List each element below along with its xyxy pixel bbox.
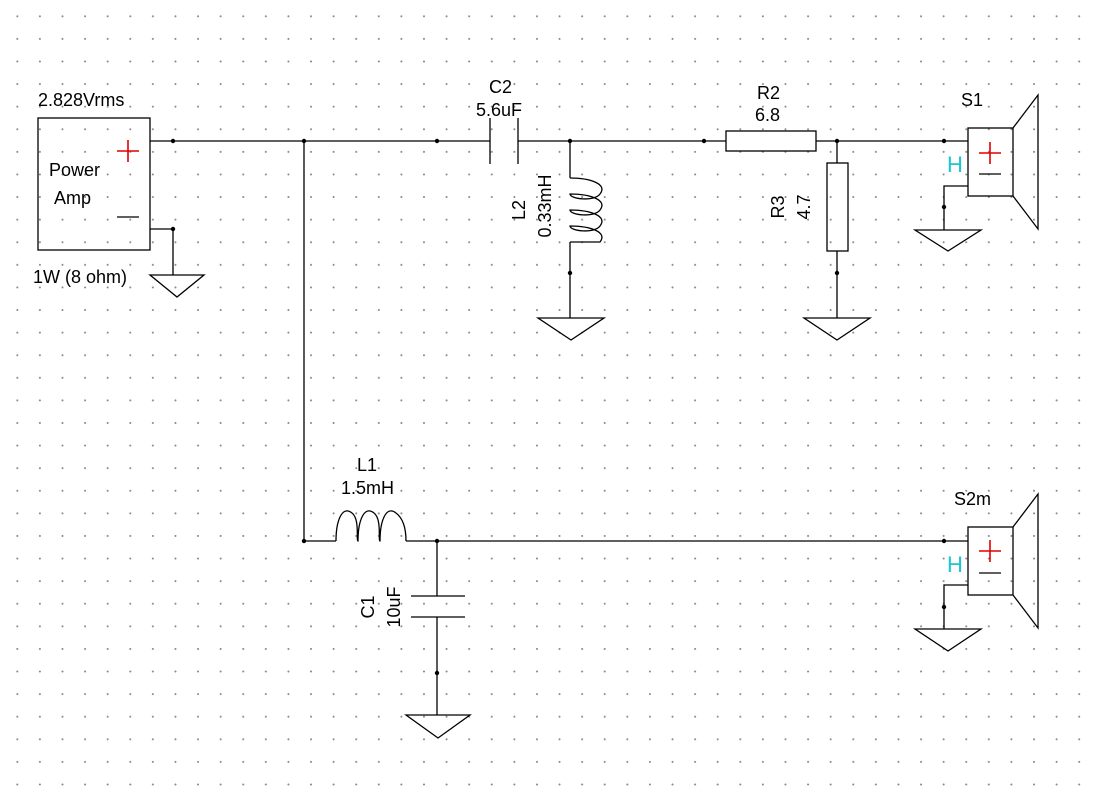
resistor-r2[interactable]: R2 6.8 xyxy=(725,83,817,152)
speaker-s2m[interactable]: H S2m xyxy=(947,489,1039,630)
inductor-l2[interactable]: L2 0.33mH xyxy=(509,174,603,243)
l1-ref: L1 xyxy=(357,455,377,475)
c1-ref: C1 xyxy=(358,595,378,618)
s1-magnet xyxy=(967,127,1014,197)
capacitor-c1[interactable]: C1 10uF xyxy=(358,586,465,628)
ground-s1 xyxy=(912,229,984,252)
wires xyxy=(150,140,968,715)
capacitor-c2[interactable]: C2 5.6uF xyxy=(476,77,522,164)
source-name-line2: Amp xyxy=(54,188,91,208)
ground-r3 xyxy=(801,317,873,341)
ground-l2 xyxy=(535,317,607,341)
l2-ref: L2 xyxy=(509,200,529,220)
s1-ref: S1 xyxy=(961,90,983,110)
ground-s2m xyxy=(912,628,984,652)
s1-cone xyxy=(1012,93,1039,231)
s1-hf-marker: H xyxy=(947,152,963,177)
r2-ref: R2 xyxy=(757,83,780,103)
r2-value: 6.8 xyxy=(755,105,780,125)
c1-value: 10uF xyxy=(384,586,404,627)
source-voltage-label: 2.828Vrms xyxy=(38,90,124,110)
s2-magnet xyxy=(967,526,1014,596)
ground-c1 xyxy=(403,714,473,739)
power-amp-source[interactable]: 2.828Vrms Power Amp 1W (8 ohm) xyxy=(33,90,151,287)
r3-value: 4.7 xyxy=(794,194,814,219)
s2-hf-marker: H xyxy=(947,552,963,577)
amp-ground xyxy=(148,228,206,298)
l1-value: 1.5mH xyxy=(341,478,394,498)
s2-cone xyxy=(1012,492,1039,630)
resistor-r3[interactable]: R3 4.7 xyxy=(768,162,849,252)
c2-value: 5.6uF xyxy=(476,100,522,120)
source-power-label: 1W (8 ohm) xyxy=(33,267,127,287)
speaker-s1[interactable]: H S1 xyxy=(947,90,1039,231)
r3-ref: R3 xyxy=(768,195,788,218)
junction-dots xyxy=(170,138,947,676)
l2-value: 0.33mH xyxy=(535,174,555,237)
inductor-l1[interactable]: L1 1.5mH xyxy=(335,455,407,542)
source-name-line1: Power xyxy=(49,160,100,180)
c2-ref: C2 xyxy=(489,77,512,97)
power-amp-box xyxy=(37,117,151,251)
s2-ref: S2m xyxy=(954,489,991,509)
